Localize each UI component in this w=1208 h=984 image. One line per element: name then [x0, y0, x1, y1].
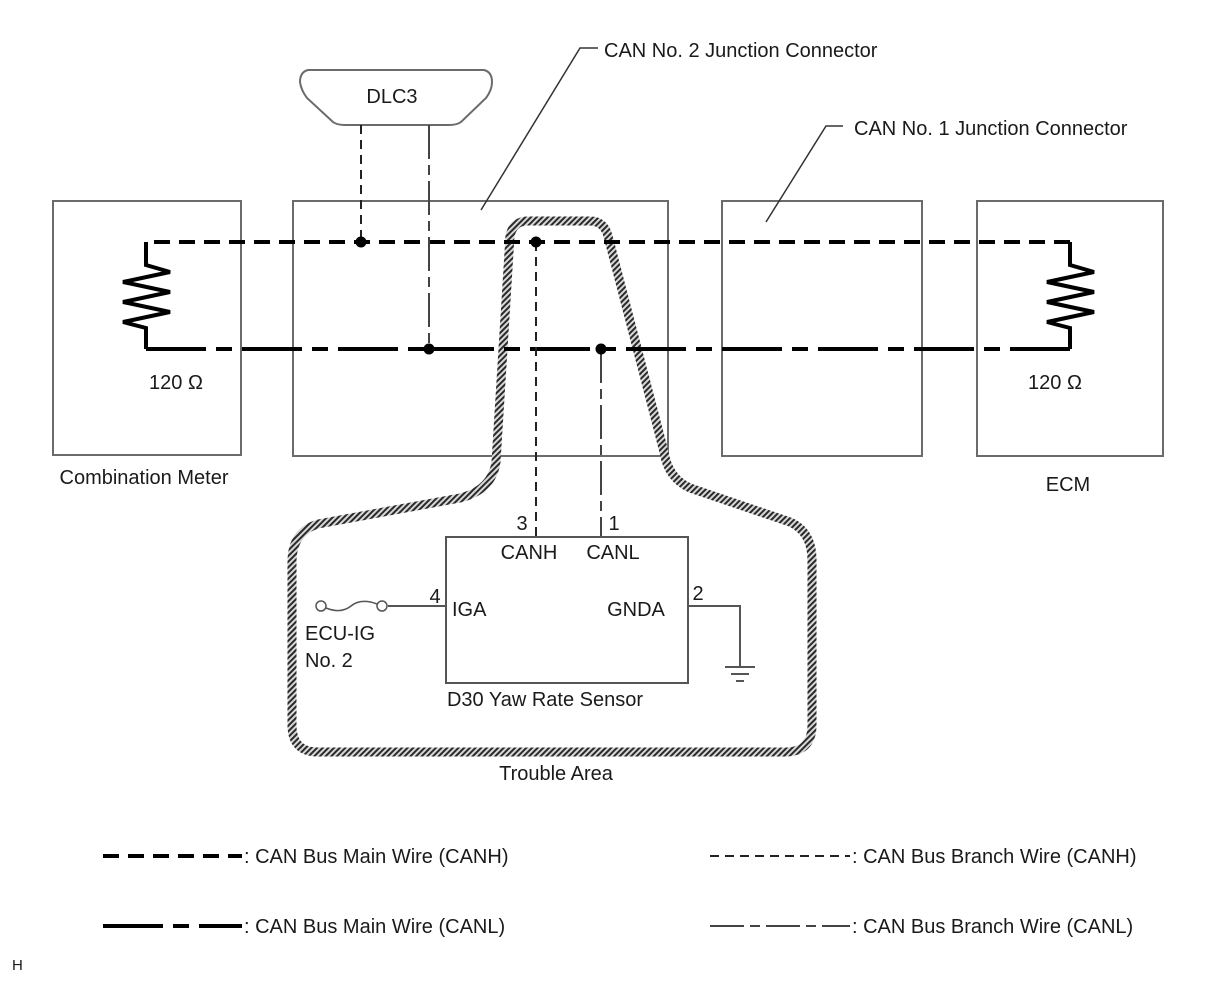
- yaw-rate-sensor-box: [445, 536, 689, 684]
- ecm-resistor-icon: [1046, 242, 1095, 349]
- can1-leader-line: [765, 125, 843, 223]
- pin-number-gnda: 2: [692, 583, 703, 605]
- can2-junction-label: CAN No. 2 Junction Connector: [604, 40, 878, 62]
- pin-name-iga: IGA: [452, 599, 487, 621]
- junction-dot: [355, 236, 367, 248]
- legend-label-main-canh: : CAN Bus Main Wire (CANH): [244, 846, 508, 868]
- sensor-label: D30 Yaw Rate Sensor: [447, 689, 643, 711]
- combination-meter-box: [52, 200, 242, 456]
- fuse-label-line1: ECU-IG: [305, 623, 375, 645]
- legend-label-branch-canh: : CAN Bus Branch Wire (CANH): [852, 846, 1137, 868]
- can2-leader-line: [480, 47, 598, 211]
- junction-dot: [595, 343, 607, 355]
- pin-number-iga: 4: [429, 586, 440, 608]
- ecm-label: ECM: [1046, 474, 1090, 496]
- ecm-box: [976, 200, 1164, 457]
- legend-label-branch-canl: : CAN Bus Branch Wire (CANL): [852, 916, 1133, 938]
- fuse-icon: [325, 600, 378, 612]
- pin-name-gnda: GNDA: [607, 599, 665, 621]
- fuse-terminal: [376, 600, 388, 612]
- combination-meter-label: Combination Meter: [60, 467, 229, 489]
- can1-junction-box: [721, 200, 923, 457]
- fuse-terminal: [315, 600, 327, 612]
- can2-junction-box: [292, 200, 669, 457]
- pin-name-canh: CANH: [501, 542, 558, 564]
- gnda-wire: [688, 605, 741, 667]
- dlc3-label: DLC3: [366, 86, 417, 108]
- ecm-resistor-value: 120 Ω: [1028, 372, 1082, 394]
- can1-junction-label: CAN No. 1 Junction Connector: [854, 118, 1128, 140]
- junction-dot: [423, 343, 435, 355]
- legend-label-main-canl: : CAN Bus Main Wire (CANL): [244, 916, 505, 938]
- dlc3-connector: [298, 69, 494, 126]
- trouble-area-label: Trouble Area: [499, 763, 614, 785]
- ground-icon: [725, 666, 755, 682]
- fuse-label-line2: No. 2: [305, 650, 353, 672]
- meter-resistor-icon: [122, 242, 171, 349]
- pin-number-canl: 1: [608, 513, 619, 535]
- legend: : CAN Bus Main Wire (CANH) : CAN Bus Mai…: [103, 846, 1137, 938]
- pin-name-canl: CANL: [586, 542, 639, 564]
- trouble-area-outline: [287, 216, 817, 757]
- pin-number-canh: 3: [516, 513, 527, 535]
- footer-mark: H: [12, 957, 23, 974]
- meter-resistor-value: 120 Ω: [149, 372, 203, 394]
- junction-dot: [530, 236, 542, 248]
